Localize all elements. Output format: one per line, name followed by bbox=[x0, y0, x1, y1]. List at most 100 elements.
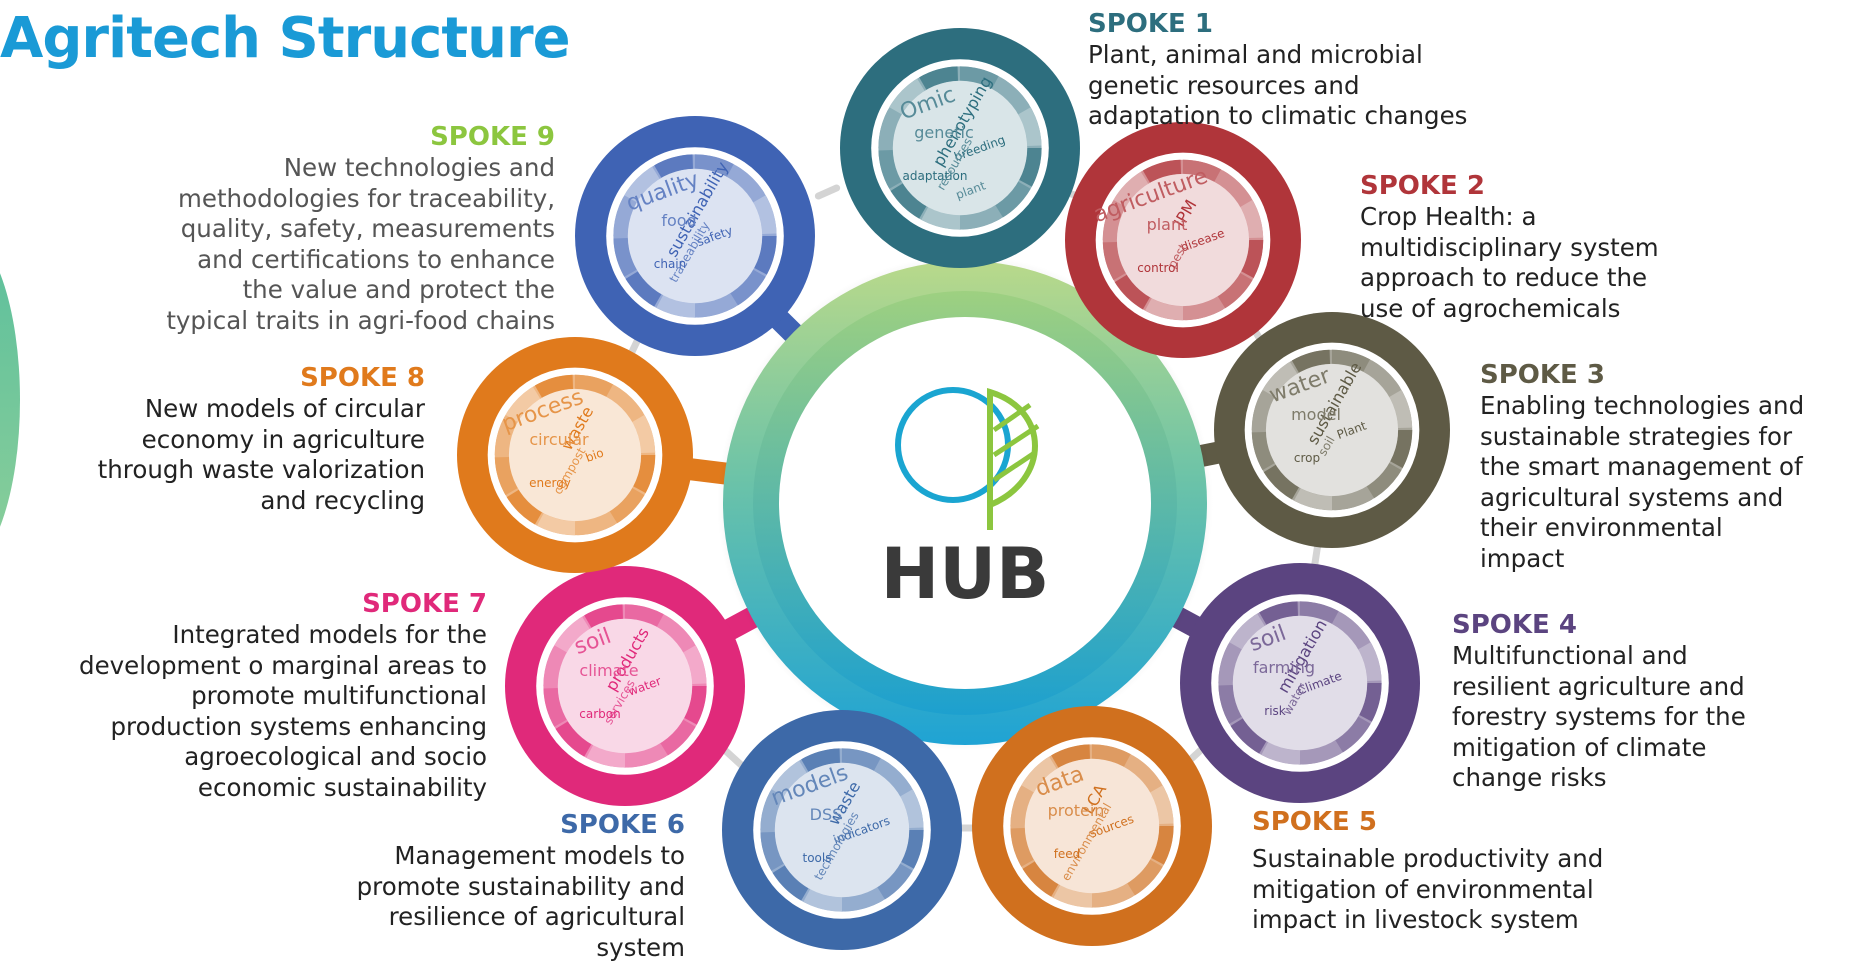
spoke-3-word: crop bbox=[1294, 451, 1320, 465]
spoke-6-circle: modelswasteDSSindicatorstechnologiestool… bbox=[722, 710, 962, 950]
spoke-2-title: SPOKE 2 bbox=[1360, 171, 1485, 201]
spoke-8-text: SPOKE 8 New models of circular economy i… bbox=[98, 362, 425, 516]
spoke-4-line: forestry systems for the bbox=[1452, 702, 1746, 731]
spoke-3-line: agricultural systems and bbox=[1480, 482, 1784, 512]
spoke-5-text: SPOKE 5 Sustainable productivity and mit… bbox=[1252, 806, 1603, 936]
spoke-7-title: SPOKE 7 bbox=[362, 589, 487, 619]
spoke-9-word: food bbox=[661, 211, 696, 230]
spoke-2-word: control bbox=[1137, 261, 1179, 275]
spoke-8-line: New models of circular bbox=[144, 394, 425, 423]
spoke-7-word: carbon bbox=[579, 707, 620, 721]
spoke-6-word: tools bbox=[803, 851, 832, 865]
spoke-3-line: impact bbox=[1480, 543, 1565, 573]
spoke-5-line: mitigation of environmental bbox=[1252, 874, 1594, 904]
spoke-8-line: through waste valorization bbox=[97, 455, 425, 484]
spoke-6-line: Management models to bbox=[394, 841, 685, 870]
spoke-8-title: SPOKE 8 bbox=[300, 363, 425, 393]
spoke-4-title: SPOKE 4 bbox=[1452, 610, 1577, 640]
spoke-3-title: SPOKE 3 bbox=[1480, 360, 1605, 390]
spoke-1-title: SPOKE 1 bbox=[1088, 9, 1213, 39]
hub: HUB bbox=[717, 255, 1213, 751]
spoke-3-line: sustainable strategies for bbox=[1480, 421, 1793, 451]
spoke-6-word: DSS bbox=[810, 805, 843, 824]
spoke-6-line: resilience of agricultural bbox=[388, 902, 685, 931]
spoke-7-line: Integrated models for the bbox=[172, 620, 487, 649]
spoke-1-word: adaptation bbox=[903, 169, 968, 183]
spoke-1-line: Plant, animal and microbial bbox=[1088, 40, 1423, 69]
spoke-1-text: SPOKE 1 Plant, animal and microbial gene… bbox=[1088, 8, 1467, 132]
spoke-6-desc: Management models to promote sustainabil… bbox=[357, 841, 685, 963]
spoke-1-circle: Omicphenotypinggeneticbreedingresourcesa… bbox=[840, 28, 1080, 268]
spoke-2-line: Crop Health: a bbox=[1360, 202, 1537, 231]
spoke-2-desc: Crop Health: a multidisciplinary system … bbox=[1360, 202, 1659, 324]
spoke-7-desc: Integrated models for the development o … bbox=[79, 620, 487, 803]
spoke-5-word: feed bbox=[1054, 847, 1081, 861]
spoke-3-word: model bbox=[1291, 405, 1341, 424]
spoke-9-line: methodologies for traceability, bbox=[178, 183, 555, 213]
spoke-4-text: SPOKE 4 Multifunctional and resilient ag… bbox=[1452, 609, 1746, 794]
spoke-9-word: chain bbox=[654, 257, 687, 271]
ring-dash bbox=[722, 747, 745, 769]
spoke-9-title: SPOKE 9 bbox=[430, 122, 555, 152]
spoke-3-desc: Enabling technologies and sustainable st… bbox=[1480, 391, 1804, 574]
spoke-7-line: production systems enhancing bbox=[110, 711, 488, 741]
spoke-5-word: protein bbox=[1048, 801, 1105, 820]
spoke-6-line: promote sustainability and bbox=[356, 871, 685, 901]
spoke-7-line: development o marginal areas to bbox=[79, 650, 487, 680]
side-arc-shape bbox=[0, 273, 20, 527]
spoke-1-word: genetic bbox=[914, 123, 974, 142]
spoke-3-line: their environmental bbox=[1480, 513, 1723, 542]
spoke-4-word: risk bbox=[1264, 704, 1286, 718]
spoke-4-line: change risks bbox=[1452, 763, 1607, 792]
spoke-7-line: economic sustainability bbox=[197, 772, 487, 802]
spoke-9-text: SPOKE 9 New technologies and methodologi… bbox=[166, 121, 555, 336]
spoke-2-text: SPOKE 2 Crop Health: a multidisciplinary… bbox=[1360, 170, 1659, 324]
ring-dash bbox=[1310, 543, 1322, 570]
spoke-6-title: SPOKE 6 bbox=[560, 810, 685, 840]
spoke-7-word: climate bbox=[579, 661, 638, 680]
hub-label: HUB bbox=[881, 533, 1050, 615]
spoke-8-word: circular bbox=[529, 430, 589, 449]
spoke-5-line: Sustainable productivity and bbox=[1252, 844, 1604, 873]
spoke-8-word: energy bbox=[529, 476, 571, 490]
spoke-8-desc: New models of circular economy in agricu… bbox=[98, 394, 425, 516]
ring-dash bbox=[814, 184, 841, 200]
spoke-2-word: plant bbox=[1147, 215, 1188, 234]
spoke-5-title: SPOKE 5 bbox=[1252, 807, 1377, 837]
spoke-3-line: Enabling technologies and bbox=[1480, 391, 1805, 420]
spoke-9-line: typical traits in agri-food chains bbox=[166, 305, 555, 335]
spoke-6-line: system bbox=[596, 932, 685, 962]
spoke-4-word: farming bbox=[1253, 658, 1315, 677]
spoke-8-word: bio bbox=[584, 446, 606, 465]
spoke-9-line: New technologies and bbox=[283, 153, 555, 182]
spoke-6-text: SPOKE 6 Management models to promote sus… bbox=[357, 809, 685, 963]
spoke-2-line: multidisciplinary system bbox=[1360, 232, 1659, 262]
spoke-7-line: promote multifunctional bbox=[191, 681, 487, 710]
spoke-4-line: mitigation of climate bbox=[1452, 732, 1707, 762]
spoke-5-desc: Sustainable productivity and mitigation … bbox=[1252, 844, 1603, 936]
spoke-4-line: Multifunctional and bbox=[1452, 641, 1688, 670]
spoke-8-line: and recycling bbox=[260, 485, 425, 515]
spoke-9-line: and certifications to enhance bbox=[197, 244, 555, 274]
spoke-9-line: the value and protect the bbox=[242, 275, 555, 304]
spoke-5-line: impact in livestock system bbox=[1252, 905, 1579, 934]
spoke-4-desc: Multifunctional and resilient agricultur… bbox=[1452, 641, 1746, 794]
spoke-circles: Omicphenotypinggeneticbreedingresourcesa… bbox=[457, 28, 1450, 950]
spoke-7-text: SPOKE 7 Integrated models for the develo… bbox=[79, 588, 487, 803]
spoke-1-line: genetic resources and bbox=[1088, 70, 1360, 100]
spoke-9-circle: qualitysustainabilityfoodsafetytraceabil… bbox=[575, 116, 815, 356]
spoke-3-line: the smart management of bbox=[1480, 452, 1803, 481]
spoke-9-desc: New technologies and methodologies for t… bbox=[166, 153, 555, 336]
hub-logo bbox=[895, 387, 1040, 530]
spoke-8-line: economy in agriculture bbox=[141, 424, 425, 454]
spoke-1-line: adaptation to climatic changes bbox=[1088, 101, 1468, 130]
page-title: Agritech Structure bbox=[0, 6, 571, 71]
spoke-9-line: quality, safety, measurements bbox=[180, 214, 555, 243]
